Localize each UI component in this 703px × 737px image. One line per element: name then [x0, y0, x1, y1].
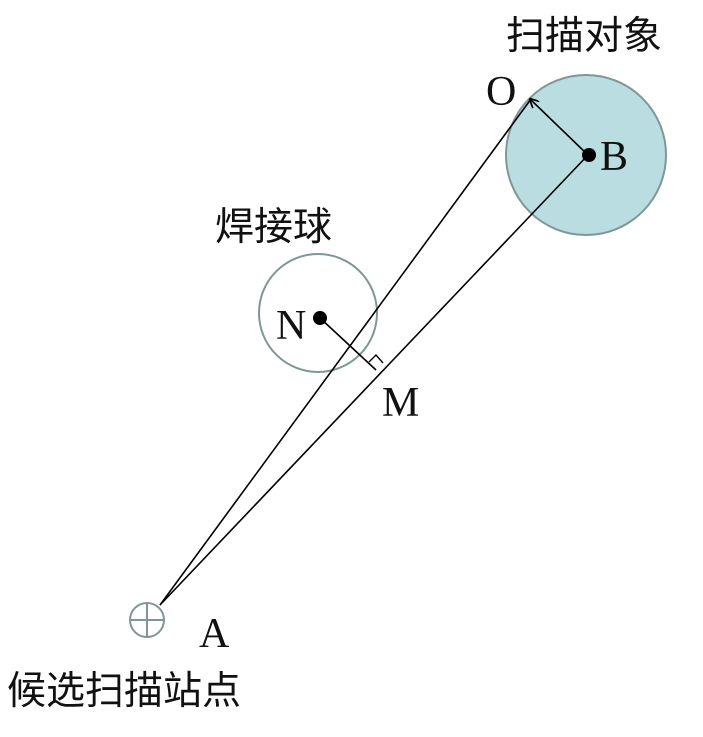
line-a-to-o [159, 98, 532, 606]
candidate-station-icon [129, 602, 165, 638]
point-a-label: A [199, 611, 230, 657]
point-b-dot [582, 148, 596, 162]
point-b-label: B [600, 134, 628, 180]
solder-ball-label: 焊接球 [215, 205, 332, 250]
candidate-station-label: 候选扫描站点 [7, 669, 241, 714]
point-o-label: O [486, 69, 516, 115]
right-angle-mark [368, 353, 384, 364]
solder-ball-circle [258, 253, 378, 373]
point-m-label: M [382, 380, 419, 426]
line-a-to-b [159, 154, 589, 606]
radius-arrow-b-to-o [530, 99, 589, 156]
point-n-label: N [276, 303, 306, 349]
perpendicular-n-to-m [319, 317, 377, 371]
scan-object-label: 扫描对象 [506, 14, 662, 59]
point-n-dot [313, 311, 327, 325]
